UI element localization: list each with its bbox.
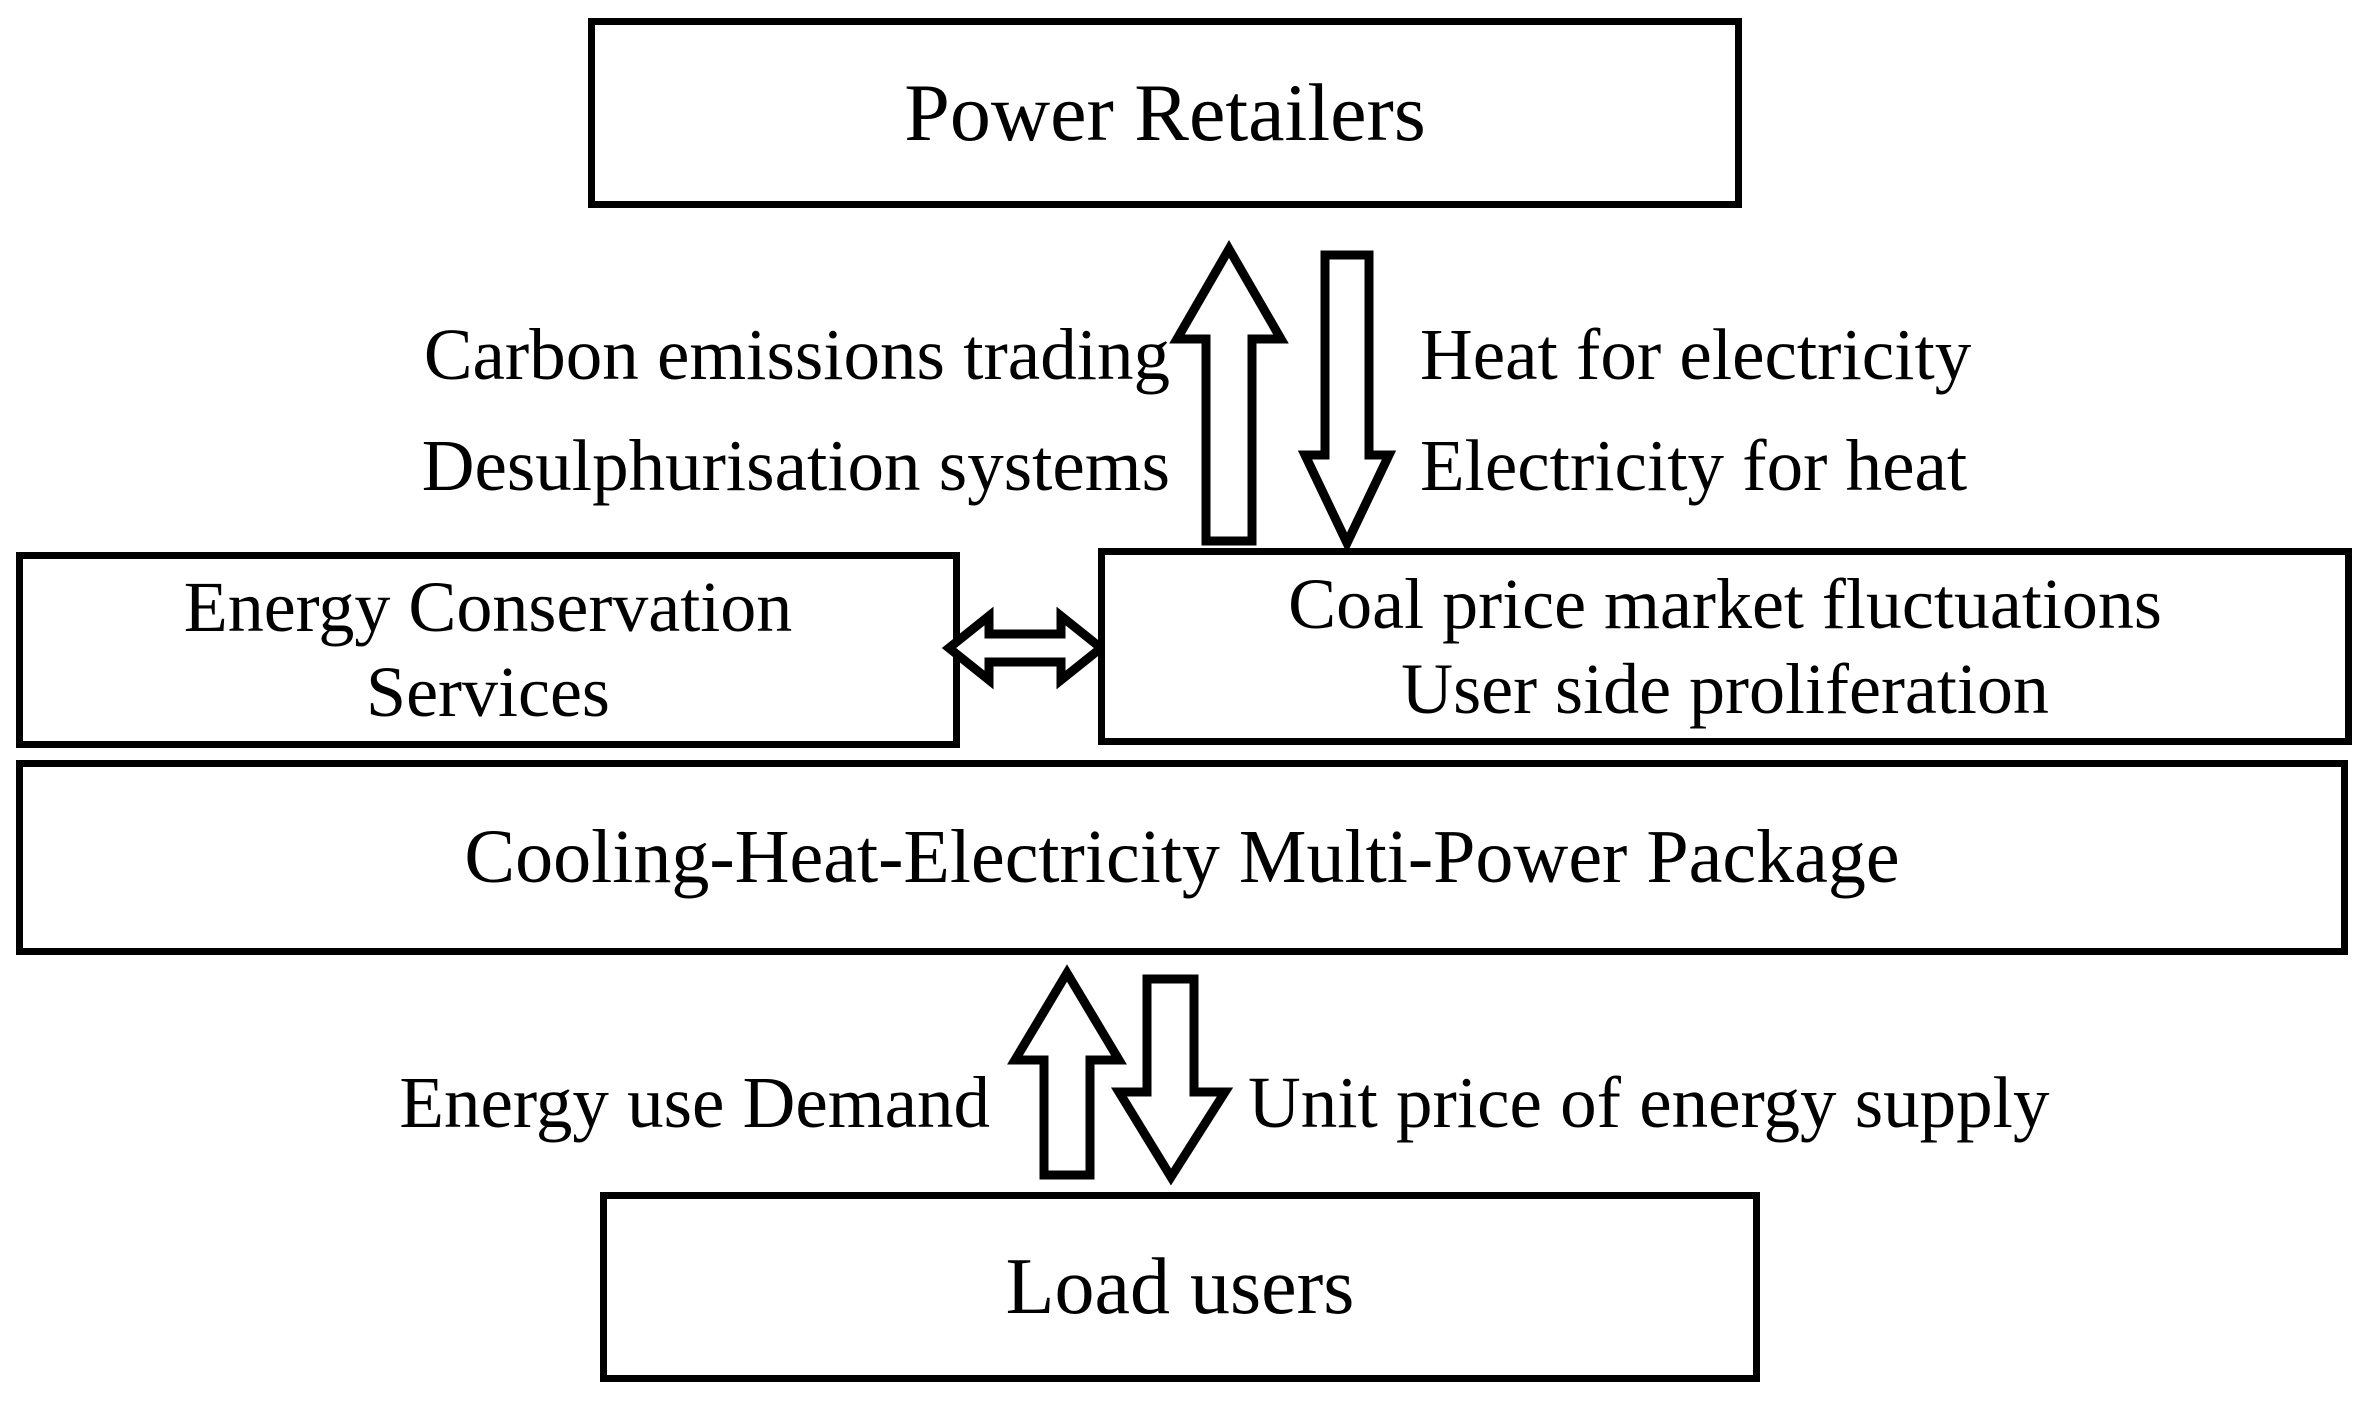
edge-label-unit-price-of-energy-supply: Unit price of energy supply — [1248, 1062, 2050, 1143]
arrow-down-top — [1297, 250, 1397, 554]
edge-label-carbon-emissions-trading: Carbon emissions trading Desulphurisatio… — [421, 314, 1170, 506]
node-multi-power-package[interactable]: Cooling-Heat-Electricity Multi-Power Pac… — [16, 760, 2348, 955]
node-load-users-label: Load users — [1005, 1242, 1355, 1331]
edge-label-heat-for-electricity: Heat for electricity Electricity for hea… — [1420, 314, 1972, 506]
node-coal-price-market-fluctuations[interactable]: Coal price market fluctuations User side… — [1098, 548, 2352, 745]
arrow-up-top — [1169, 240, 1289, 546]
arrow-down-bottom — [1110, 974, 1234, 1186]
node-energy-conservation-services-label: Energy Conservation Services — [183, 567, 793, 732]
edge-label-energy-use-demand: Energy use Demand — [399, 1062, 990, 1143]
node-energy-conservation-services[interactable]: Energy Conservation Services — [16, 552, 960, 748]
node-multi-power-package-label: Cooling-Heat-Electricity Multi-Power Pac… — [464, 814, 1900, 899]
node-power-retailers[interactable]: Power Retailers — [588, 18, 1742, 208]
node-load-users[interactable]: Load users — [600, 1192, 1760, 1382]
arrow-bidirectional-horizontal — [941, 606, 1109, 690]
node-coal-price-market-fluctuations-label: Coal price market fluctuations User side… — [1288, 563, 2162, 729]
node-power-retailers-label: Power Retailers — [904, 66, 1426, 158]
arrow-up-bottom — [1007, 964, 1127, 1180]
